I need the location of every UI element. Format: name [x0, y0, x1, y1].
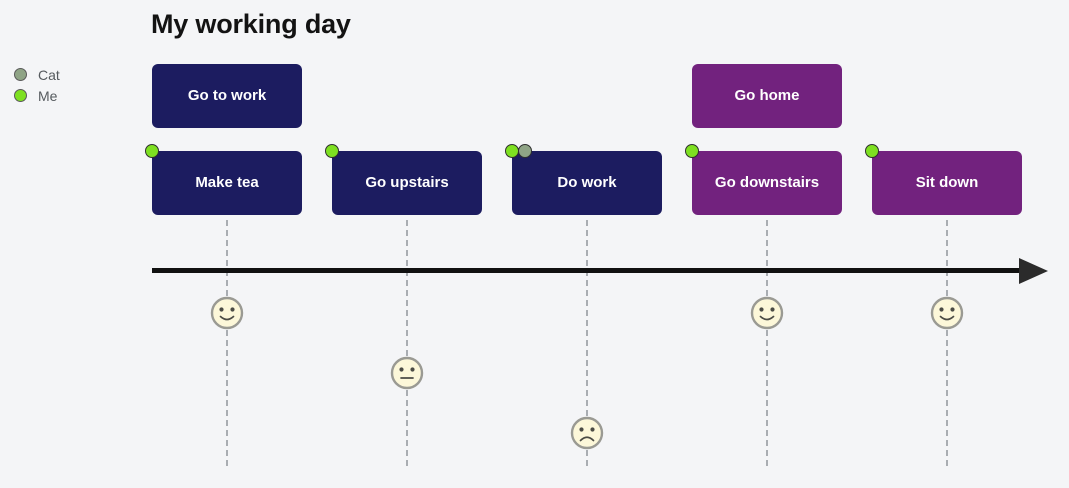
- guide-line: [406, 220, 408, 466]
- legend-item-me[interactable]: Me: [14, 85, 124, 106]
- legend: Cat Me: [14, 64, 124, 106]
- task-block-label: Go upstairs: [365, 173, 449, 191]
- task-block[interactable]: Make tea: [145, 144, 302, 215]
- timeline-axis-line: [152, 268, 1024, 273]
- task-block[interactable]: Sit down: [865, 144, 1022, 215]
- task-block[interactable]: Go home: [692, 64, 842, 128]
- task-block-label: Go home: [734, 86, 800, 104]
- guide-line: [226, 220, 228, 466]
- mood-face-neutral-icon: [390, 356, 424, 390]
- participant-marker-cat: [518, 144, 532, 158]
- participant-marker-me: [685, 144, 699, 158]
- guide-line: [586, 220, 588, 466]
- timeline-arrow-head-icon: [1019, 258, 1048, 284]
- participant-marker-me: [505, 144, 519, 158]
- mood-face-happy-icon: [210, 296, 244, 330]
- task-block[interactable]: Go downstairs: [685, 144, 842, 215]
- task-block[interactable]: Go to work: [152, 64, 302, 128]
- mood-face-sad-icon: [570, 416, 604, 450]
- participant-marker-me: [325, 144, 339, 158]
- task-block-label: Go to work: [187, 86, 267, 104]
- legend-swatch-me: [14, 89, 27, 102]
- participant-marker-me: [865, 144, 879, 158]
- legend-label-cat: Cat: [38, 66, 60, 83]
- task-block-label: Do work: [557, 173, 617, 191]
- page-title: My working day: [151, 9, 351, 39]
- task-block-label: Go downstairs: [714, 173, 820, 191]
- mood-face-happy-icon: [930, 296, 964, 330]
- task-block-label: Sit down: [915, 173, 979, 191]
- participant-marker-me: [145, 144, 159, 158]
- task-block-label: Make tea: [195, 173, 259, 191]
- task-block[interactable]: Go upstairs: [325, 144, 482, 215]
- task-block[interactable]: Do work: [505, 144, 662, 215]
- mood-face-happy-icon: [750, 296, 784, 330]
- legend-label-me: Me: [38, 87, 58, 104]
- legend-swatch-cat: [14, 68, 27, 81]
- guide-line: [946, 220, 948, 466]
- legend-item-cat[interactable]: Cat: [14, 64, 124, 85]
- guide-line: [766, 220, 768, 466]
